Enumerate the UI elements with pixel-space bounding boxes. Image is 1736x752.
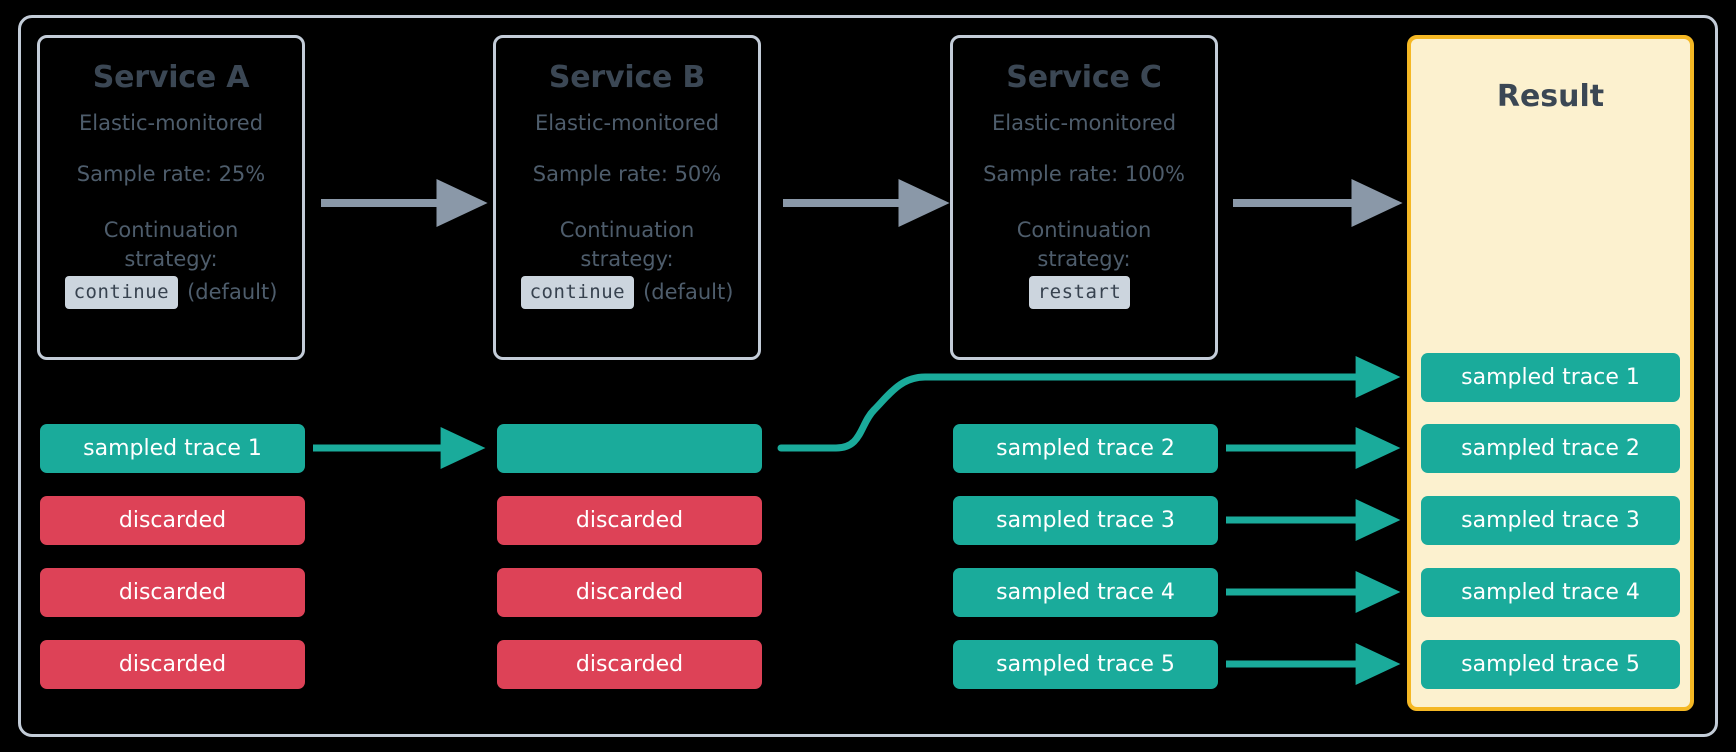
service-c-strategy-label-1: Continuation [1016,218,1152,242]
service-a-strategy-label-2: strategy: [124,246,218,271]
service-a-sample-rate: Sample rate: 25% [76,162,266,186]
service-c-title: Service C [1006,60,1162,95]
service-b-strategy-label-2: strategy: [580,246,674,271]
trace-chip-b-4-label: discarded [575,652,684,677]
trace-chip-a-2: discarded [40,496,305,545]
trace-chip-a-4: discarded [40,640,305,689]
service-b-strategy-value: continue [520,275,635,310]
trace-chip-b-3: discarded [497,568,762,617]
trace-chip-b-3-label: discarded [575,580,684,605]
service-a-strategy-note: (default) [187,280,278,305]
service-c-sample-rate: Sample rate: 100% [983,162,1185,186]
trace-chip-a-1: sampled trace 1 [40,424,305,473]
service-b-strategy-note: (default) [643,280,734,305]
trace-chip-a-3: discarded [40,568,305,617]
result-chip-2: sampled trace 2 [1421,424,1680,473]
service-c-strategy-label-2: strategy: [1037,246,1131,271]
trace-chip-c-1-label: sampled trace 2 [996,436,1175,461]
service-c-strategy: Continuation strategy: restart [1016,216,1152,310]
trace-chip-c-4-label: sampled trace 5 [996,652,1175,677]
result-title: Result [1496,79,1605,114]
result-chip-1-label: sampled trace 1 [1461,365,1640,390]
trace-chip-b-4: discarded [497,640,762,689]
result-chip-5-label: sampled trace 5 [1461,652,1640,677]
trace-chip-c-2-label: sampled trace 3 [996,508,1175,533]
service-b-strategy: Continuation strategy: continue (default… [520,216,734,310]
service-b-monitored: Elastic-monitored [534,111,720,135]
service-box-c: Service C Elastic-monitored Sample rate:… [950,35,1218,360]
service-a-strategy-label-1: Continuation [103,218,239,242]
service-b-strategy-label-1: Continuation [559,218,695,242]
service-box-b: Service B Elastic-monitored Sample rate:… [493,35,761,360]
trace-chip-a-4-label: discarded [118,652,227,677]
trace-chip-c-3: sampled trace 4 [953,568,1218,617]
service-a-strategy-value: continue [64,275,179,310]
result-chip-4-label: sampled trace 4 [1461,580,1640,605]
trace-chip-b-2-label: discarded [575,508,684,533]
trace-chip-a-3-label: discarded [118,580,227,605]
trace-chip-c-4: sampled trace 5 [953,640,1218,689]
service-b-title: Service B [548,60,706,95]
service-c-monitored: Elastic-monitored [991,111,1177,135]
result-chip-5: sampled trace 5 [1421,640,1680,689]
result-chip-4: sampled trace 4 [1421,568,1680,617]
result-chip-3-label: sampled trace 3 [1461,508,1640,533]
trace-chip-c-1: sampled trace 2 [953,424,1218,473]
trace-chip-a-1-label: sampled trace 1 [83,436,262,461]
result-chip-3: sampled trace 3 [1421,496,1680,545]
service-a-monitored: Elastic-monitored [78,111,264,135]
service-b-sample-rate: Sample rate: 50% [532,162,722,186]
result-chip-2-label: sampled trace 2 [1461,436,1640,461]
trace-chip-c-2: sampled trace 3 [953,496,1218,545]
trace-chip-b-2: discarded [497,496,762,545]
service-a-title: Service A [92,60,250,95]
trace-chip-b-1 [497,424,762,473]
diagram-outer-frame [18,15,1718,737]
trace-chip-c-3-label: sampled trace 4 [996,580,1175,605]
service-a-strategy: Continuation strategy: continue (default… [64,216,278,310]
trace-chip-a-2-label: discarded [118,508,227,533]
service-box-a: Service A Elastic-monitored Sample rate:… [37,35,305,360]
result-chip-1: sampled trace 1 [1421,353,1680,402]
service-c-strategy-value: restart [1028,275,1131,310]
